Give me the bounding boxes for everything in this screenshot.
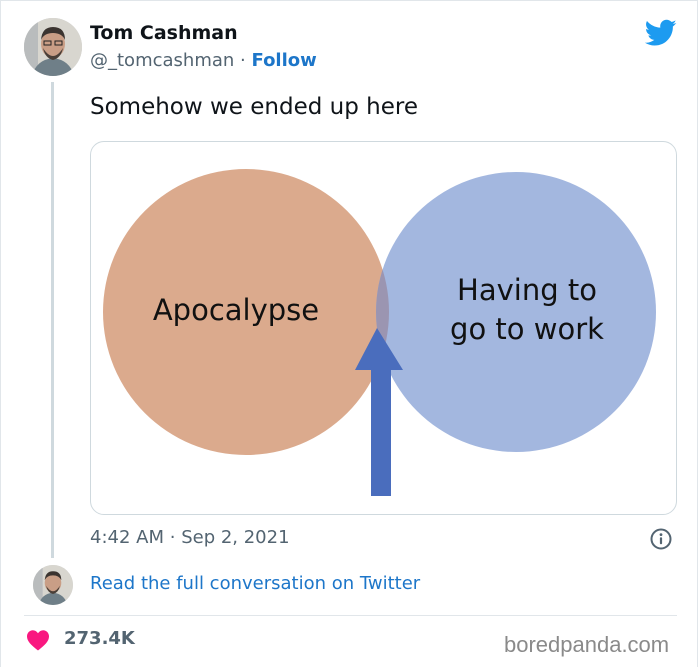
tweet-time: 4:42 AM (90, 527, 164, 548)
tweet-media[interactable]: Apocalypse Having to go to work (90, 141, 677, 515)
handle-row: @_tomcashman · Follow (90, 50, 317, 71)
watermark: boredpanda.com (504, 632, 670, 657)
author-name[interactable]: Tom Cashman (90, 22, 238, 44)
right-circle (376, 172, 656, 452)
author-handle[interactable]: @_tomcashman (90, 50, 235, 71)
info-icon[interactable] (650, 528, 672, 550)
venn-diagram-image: Apocalypse Having to go to work (103, 169, 656, 496)
left-circle-label: Apocalypse (153, 293, 319, 327)
right-circle-label-line2: go to work (450, 312, 604, 346)
divider (24, 615, 677, 616)
author-avatar[interactable] (24, 18, 82, 76)
read-conversation-link[interactable]: Read the full conversation on Twitter (90, 573, 421, 594)
heart-icon[interactable] (26, 629, 50, 651)
twitter-bird-icon[interactable] (645, 19, 677, 47)
tweet-text: Somehow we ended up here (90, 94, 418, 120)
handle-separator: · (240, 50, 246, 71)
reply-avatar[interactable] (33, 565, 73, 605)
follow-link[interactable]: Follow (251, 50, 317, 71)
thread-line (51, 82, 54, 558)
arrow-icon (355, 328, 403, 496)
right-circle-label-line1: Having to (457, 273, 597, 307)
left-circle (103, 169, 389, 455)
tweet-timestamp[interactable]: 4:42 AM · Sep 2, 2021 (90, 527, 290, 548)
like-count[interactable]: 273.4K (64, 628, 135, 649)
tweet-date: Sep 2, 2021 (181, 527, 290, 548)
